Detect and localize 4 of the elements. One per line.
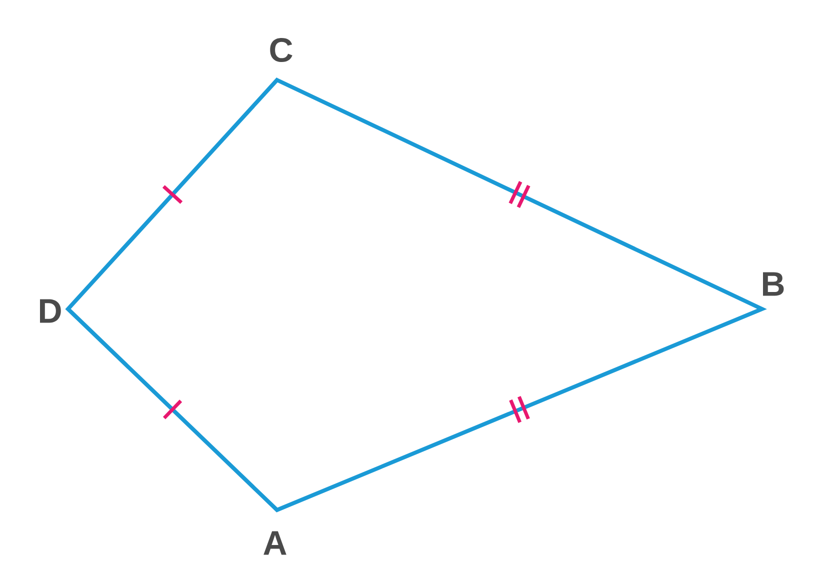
vertex-label: D — [40, 299, 61, 323]
vertex-label: C — [270, 38, 292, 62]
vertex-label: A — [264, 531, 286, 555]
vertex-label: B — [763, 272, 784, 296]
